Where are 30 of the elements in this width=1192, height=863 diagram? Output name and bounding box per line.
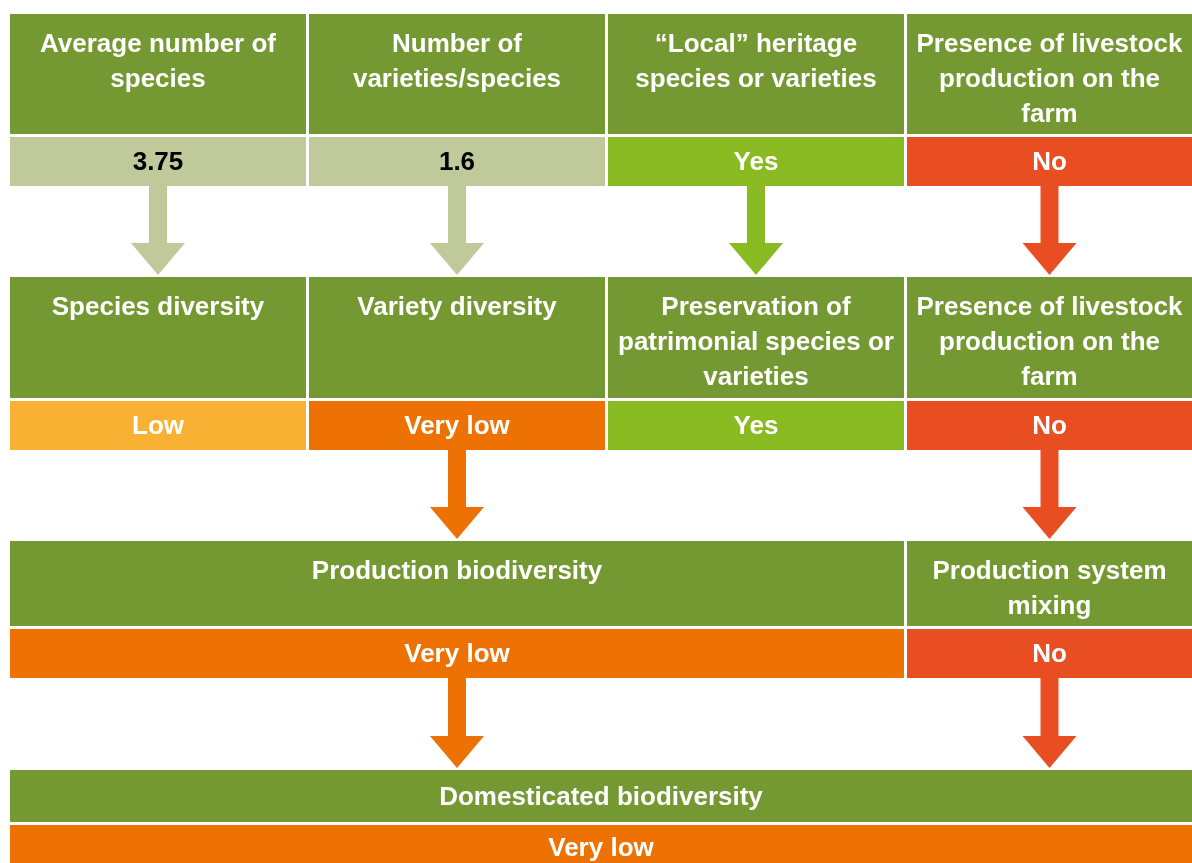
value-cell: 1.6: [309, 137, 605, 186]
header-cell: Average number of species: [10, 14, 306, 134]
header-cell: Production system mixing: [907, 541, 1192, 626]
arrow: [1022, 450, 1077, 539]
header-cell: Preservation of patrimonial species or varieties: [608, 277, 904, 398]
header-cell: Presence of livestock production on the farm: [907, 14, 1192, 134]
value-cell: No: [907, 629, 1192, 678]
value-cell: Very low: [309, 401, 605, 450]
arrow: [729, 186, 783, 275]
header-cell: “Local” heritage species or varieties: [608, 14, 904, 134]
value-cell: Yes: [608, 137, 904, 186]
header-cell: Presence of livestock production on the farm: [907, 277, 1192, 398]
arrow: [430, 678, 484, 768]
header-cell: Production biodiversity: [10, 541, 904, 626]
arrow: [131, 186, 185, 275]
header-cell: Domesticated biodiversity: [10, 770, 1192, 822]
arrow: [430, 186, 484, 275]
header-cell: Species diversity: [10, 277, 306, 398]
value-cell: Yes: [608, 401, 904, 450]
arrow: [1022, 186, 1077, 275]
value-cell: No: [907, 401, 1192, 450]
value-cell: No: [907, 137, 1192, 186]
value-cell: 3.75: [10, 137, 306, 186]
header-cell: Variety diversity: [309, 277, 605, 398]
value-cell: Low: [10, 401, 306, 450]
arrow: [1022, 678, 1077, 768]
arrow: [430, 450, 484, 539]
header-cell: Number of varieties/species: [309, 14, 605, 134]
value-cell: Very low: [10, 629, 904, 678]
value-cell: Very low: [10, 825, 1192, 863]
